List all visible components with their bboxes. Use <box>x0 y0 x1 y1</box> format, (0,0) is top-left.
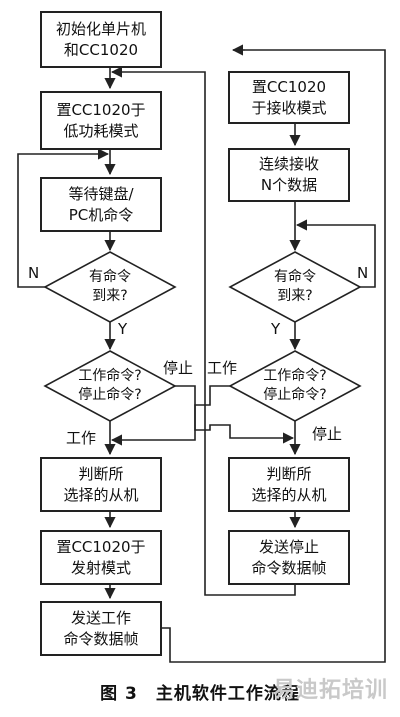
send-stop-box: 发送停止 命令数据帧 <box>228 530 350 585</box>
left-judge-box: 判断所 选择的从机 <box>40 457 162 512</box>
low-power-box: 置CC1020于 低功耗模式 <box>40 91 162 150</box>
right-work-label: 工作 <box>207 359 238 377</box>
right-n-label: N <box>357 264 369 282</box>
tx-mode-box: 置CC1020于 发射模式 <box>40 530 162 585</box>
right-has-command-text: 有命令 到来? <box>274 269 316 304</box>
left-work-label: 工作 <box>66 429 97 447</box>
send-work-box: 发送工作 命令数据帧 <box>40 601 162 656</box>
left-has-command-text: 有命令 到来? <box>89 269 131 304</box>
watermark: 易迪拓培训 <box>272 678 388 703</box>
rx-mode-box: 置CC1020 于接收模式 <box>228 71 350 124</box>
left-stop-label: 停止 <box>163 359 194 377</box>
left-y-label: Y <box>118 320 128 338</box>
figure-caption: 图 3 主机软件工作流程 <box>100 684 300 704</box>
recv-n-box: 连续接收 N个数据 <box>228 148 350 202</box>
right-stop-label: 停止 <box>312 425 343 443</box>
left-n-label: N <box>28 264 40 282</box>
left-work-stop-text: 工作命令? 停止命令? <box>78 368 142 403</box>
wait-command-box: 等待键盘/ PC机命令 <box>40 177 162 232</box>
right-work-stop-text: 工作命令? 停止命令? <box>263 368 327 403</box>
right-y-label: Y <box>271 320 281 338</box>
right-judge-box: 判断所 选择的从机 <box>228 457 350 512</box>
init-box: 初始化单片机 和CC1020 <box>40 11 162 68</box>
